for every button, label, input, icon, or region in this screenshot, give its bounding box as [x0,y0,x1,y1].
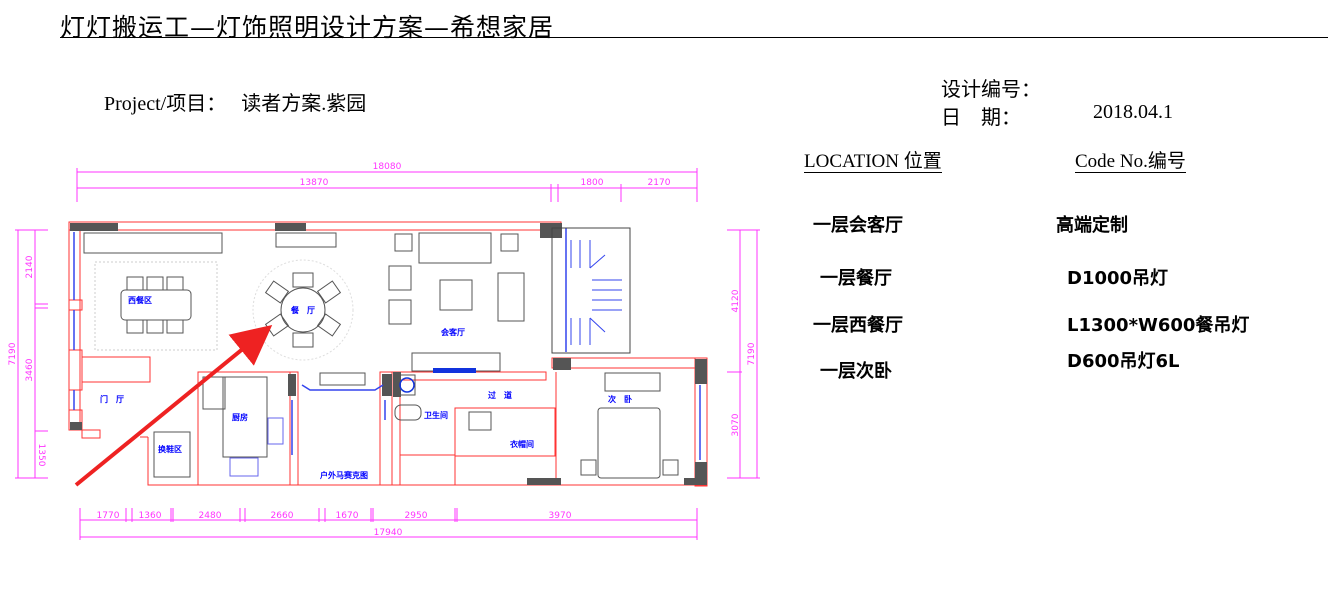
code-row-2: D1000吊灯 [1067,268,1169,289]
location-row-4: 一层次卧 [820,361,892,382]
left-dim-seg-2: 3460 [25,358,35,381]
room-label-bathroom: 卫生间 [424,410,448,420]
bottom-dim-seg-2: 1360 [139,511,162,521]
tv-unit [433,368,476,373]
bottom-dim-seg-4: 2660 [271,511,294,521]
date-value: 2018.04.1 [1093,101,1173,123]
left-dimension-lines [15,229,48,479]
top-dim-seg-1: 13870 [300,178,329,188]
design-number-label: 设计编号： [941,79,1041,101]
top-dimension-lines [76,168,698,202]
floor-plan: 18080 13870 1800 2170 1770 1360 2480 266… [8,162,760,540]
staircase [551,227,631,354]
date-line: 日 期： 2018.04.1 [941,101,1201,130]
room-label-outdoor-garden: 户外马赛克图 [320,470,368,480]
location-row-3: 一层西餐厅 [813,315,903,336]
top-dim-seg-2: 1800 [581,178,604,188]
bottom-dim-seg-1: 1770 [97,511,120,521]
bottom-dim-seg-6: 2950 [405,511,428,521]
room-label-foyer: 门 厅 [100,394,124,404]
project-label: Project/项目： [104,93,227,115]
location-header: LOCATION 位置 [804,151,942,173]
washer-icon [399,377,415,393]
right-dimension-lines [727,229,760,479]
pointer-arrow [74,324,273,487]
title-underline [60,37,1328,38]
room-label-closet: 衣帽间 [510,439,534,449]
room-label-second-bedroom: 次 卧 [608,394,632,404]
location-row-2: 一层餐厅 [820,268,892,289]
windows [73,228,701,460]
room-label-corridor: 过 道 [488,390,512,400]
bottom-dim-seg-3: 2480 [199,511,222,521]
design-number: 设计编号： [941,73,1041,102]
room-label-living: 会客厅 [441,327,465,337]
bottom-dim-seg-5: 1670 [336,511,359,521]
code-row-3: L1300*W600餐吊灯 [1067,315,1250,336]
date-label: 日 期： [941,107,1021,129]
bottom-dimension-lines [79,508,698,540]
bottom-dim-seg-7: 3970 [549,511,572,521]
furniture [83,232,679,479]
room-label-shoe-area: 换鞋区 [158,444,182,454]
code-row-1: 高端定制 [1056,215,1128,236]
bottom-dim-total: 17940 [374,528,403,538]
right-dim-total: 7190 [747,342,757,365]
columns [70,223,707,485]
top-dim-total: 18080 [373,162,402,172]
room-label-dining: 餐 厅 [290,305,315,315]
code-row-4: D600吊灯6L [1067,351,1180,372]
right-dim-seg-2: 3070 [731,413,741,436]
left-dim-seg-3: 1350 [36,444,46,467]
project-value: 读者方案.紫园 [241,93,367,115]
left-dim-seg-1: 2140 [25,255,35,278]
code-header: Code No.编号 [1075,151,1186,173]
left-dim-total: 7190 [8,342,18,365]
location-row-1: 一层会客厅 [813,215,903,236]
project-line: Project/项目： 读者方案.紫园 [104,87,366,116]
right-dim-seg-1: 4120 [731,289,741,312]
top-dim-seg-3: 2170 [648,178,671,188]
room-label-western-dining: 西餐区 [128,295,152,305]
room-label-kitchen: 厨房 [232,412,248,422]
